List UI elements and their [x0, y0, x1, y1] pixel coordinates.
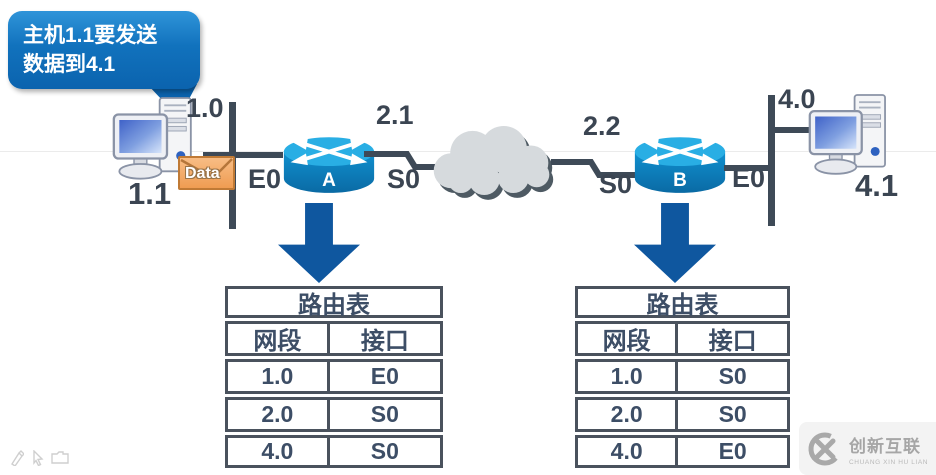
serial-net-a-label: 2.1: [376, 100, 414, 130]
cursor-icon: [33, 450, 44, 466]
editor-tool-icons: [10, 450, 69, 466]
serial-net-b-label: 2.2: [583, 111, 621, 141]
table-row: 4.0 S0: [225, 435, 443, 468]
table-b-if-1: S0: [718, 363, 747, 389]
left-segment-label: 1.0: [186, 93, 224, 123]
watermark-name: 创新互联: [849, 436, 921, 456]
callout-text-line2: 数据到4.1: [23, 52, 116, 76]
arrow-down-to-table-b-icon: [634, 203, 716, 283]
watermark-subtitle: CHUANG XIN HU LIAN: [849, 458, 929, 466]
table-b-col-interface: 接口: [708, 328, 757, 355]
table-row: 2.0 S0: [575, 397, 790, 432]
table-row: 1.0 E0: [225, 359, 443, 394]
callout-bubble: 主机1.1要发送 数据到4.1: [8, 11, 200, 89]
table-b-col-network: 网段: [578, 324, 679, 355]
left-host-computer-icon: [112, 97, 192, 180]
router-b-name: B: [673, 170, 687, 191]
table-a-net-1: 1.0: [228, 362, 330, 391]
watermark: 创新互联 CHUANG XIN HU LIAN: [799, 422, 936, 475]
serial-link-b: [551, 159, 637, 178]
table-a-if-3: S0: [370, 438, 399, 464]
router-a-name: A: [322, 170, 336, 191]
routing-table-a: 路由表 网段 接口 1.0 E0 2.0 S0 4.0 S0: [225, 286, 443, 468]
left-host-address-label: 1.1: [128, 176, 172, 211]
right-segment-label: 4.0: [778, 84, 816, 114]
pencil-icon: [11, 450, 24, 466]
table-row: 4.0 E0: [575, 435, 790, 468]
folder-icon: [51, 451, 69, 464]
table-b-if-2: S0: [718, 401, 747, 427]
table-b-net-1: 1.0: [578, 362, 679, 391]
router-icon: [634, 137, 726, 193]
table-b-header-row: 网段 接口: [575, 321, 790, 356]
table-row: 2.0 S0: [225, 397, 443, 432]
serial-link-a: [364, 151, 450, 170]
routing-table-b: 路由表 网段 接口 1.0 S0 2.0 S0 4.0 E0: [575, 286, 790, 468]
table-b-title: 路由表: [575, 286, 790, 319]
table-a-header-row: 网段 接口: [225, 321, 443, 356]
right-segment-bus: [768, 95, 775, 226]
right-host-computer-icon: [808, 94, 886, 175]
router-a-s0-label: S0: [387, 164, 421, 194]
wan-cloud-icon: [433, 126, 554, 200]
table-a-net-3: 4.0: [228, 438, 330, 465]
table-b-net-3: 4.0: [578, 438, 679, 465]
table-a-if-2: S0: [370, 401, 399, 427]
table-b-if-3: E0: [718, 438, 747, 464]
router-b-to-bus-link: [724, 165, 770, 171]
table-row: 1.0 S0: [575, 359, 790, 394]
envelope-flap-icon: [180, 158, 233, 180]
data-packet-envelope: Data: [178, 156, 235, 190]
right-host-link: [775, 127, 817, 133]
table-a-title: 路由表: [225, 286, 443, 319]
table-a-net-2: 2.0: [228, 400, 330, 429]
router-a: A: [281, 134, 377, 200]
data-packet-label: Data: [185, 165, 220, 182]
router-icon: [283, 137, 375, 193]
router-a-e0-label: E0: [248, 164, 282, 194]
arrow-down-to-table-a-icon: [278, 203, 360, 283]
right-host-address-label: 4.1: [855, 168, 899, 203]
table-a-if-1: E0: [370, 363, 399, 389]
left-host-to-router-link: [203, 152, 283, 158]
table-a-col-network: 网段: [228, 324, 330, 355]
callout-text-line1: 主机1.1要发送: [23, 24, 158, 47]
router-b: B: [632, 134, 728, 200]
table-b-net-2: 2.0: [578, 400, 679, 429]
cx-logo-icon: [808, 432, 842, 465]
table-a-col-interface: 接口: [360, 328, 409, 355]
router-b-s0-label: S0: [599, 169, 633, 199]
